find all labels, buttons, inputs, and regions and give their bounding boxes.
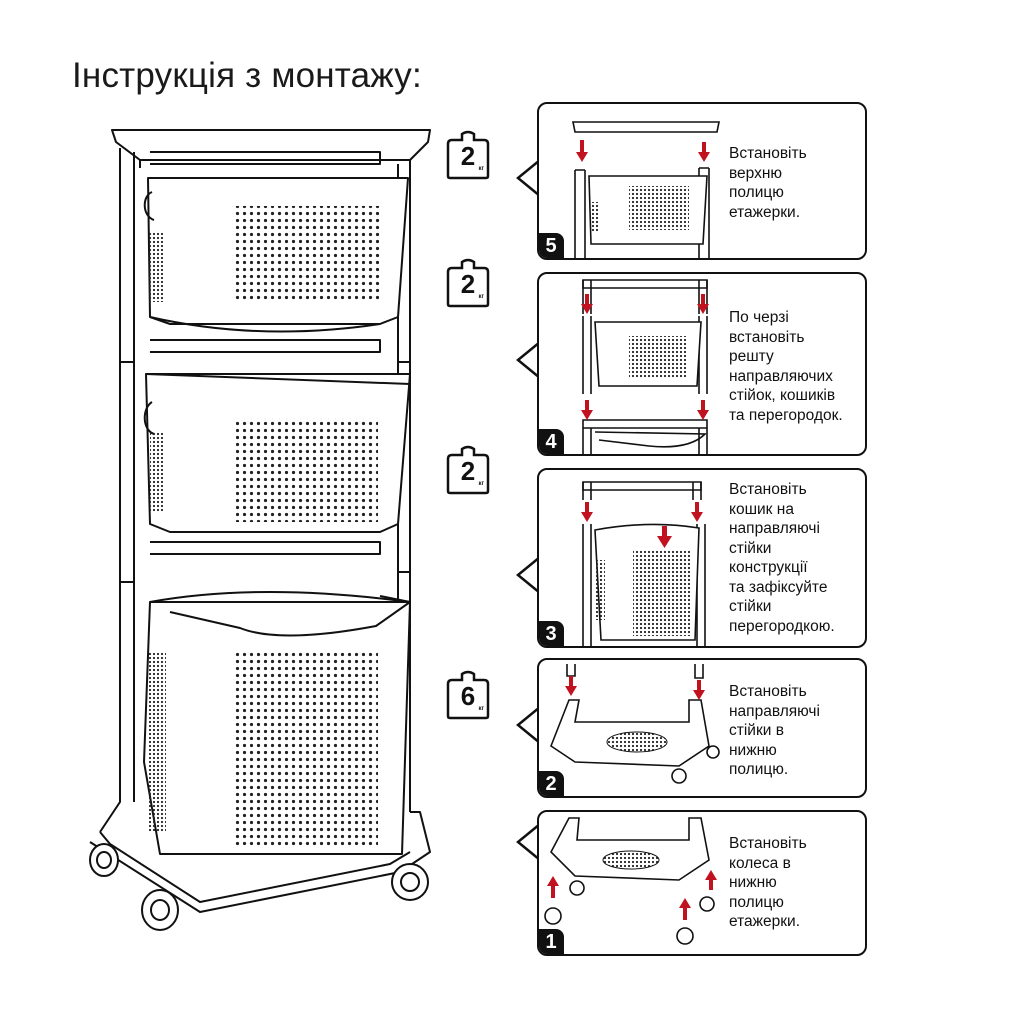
- step-5-illustration: [572, 121, 720, 258]
- page-title: Інструкція з монтажу:: [72, 56, 422, 95]
- step-2-number: 2: [539, 771, 564, 796]
- step-2-panel: Встановіть направляючі стійки в нижню по…: [537, 658, 867, 798]
- pointer-arrow-icon: [516, 159, 540, 197]
- step-3-panel: Встановіть кошик на направляючі стійки к…: [537, 468, 867, 648]
- weight-icon: 6 кг: [446, 670, 490, 720]
- assembled-rack-illustration: [89, 129, 431, 931]
- step-1-number: 1: [539, 929, 564, 954]
- pointer-arrow-icon: [516, 823, 540, 861]
- pointer-arrow-icon: [516, 341, 540, 379]
- weight-icon: 2 кг: [446, 258, 490, 308]
- weight-icon: 2 кг: [446, 445, 490, 495]
- step-1-panel: Встановіть колеса в нижню полицю етажерк…: [537, 810, 867, 956]
- step-5-text: Встановіть верхню полицю етажерки.: [729, 145, 807, 221]
- step-4-illustration: [581, 279, 709, 454]
- step-1-text: Встановіть колеса в нижню полицю етажерк…: [729, 835, 807, 930]
- step-3-number: 3: [539, 621, 564, 646]
- step-3-text: Встановіть кошик на направляючі стійки к…: [729, 481, 835, 635]
- step-5-number: 5: [539, 233, 564, 258]
- step-5-panel: Встановіть верхню полицю етажерки. 5: [537, 102, 867, 260]
- weight-icon: 2 кг: [446, 130, 490, 180]
- step-2-illustration: [550, 664, 720, 784]
- step-3-illustration: [581, 481, 706, 646]
- pointer-arrow-icon: [516, 556, 540, 594]
- step-2-text: Встановіть направляючі стійки в нижню по…: [729, 683, 820, 778]
- pointer-arrow-icon: [516, 706, 540, 744]
- step-4-text: По черзі встановіть решту направляючих с…: [729, 309, 843, 424]
- step-1-illustration: [544, 817, 717, 945]
- step-4-number: 4: [539, 429, 564, 454]
- step-4-panel: По черзі встановіть решту направляючих с…: [537, 272, 867, 456]
